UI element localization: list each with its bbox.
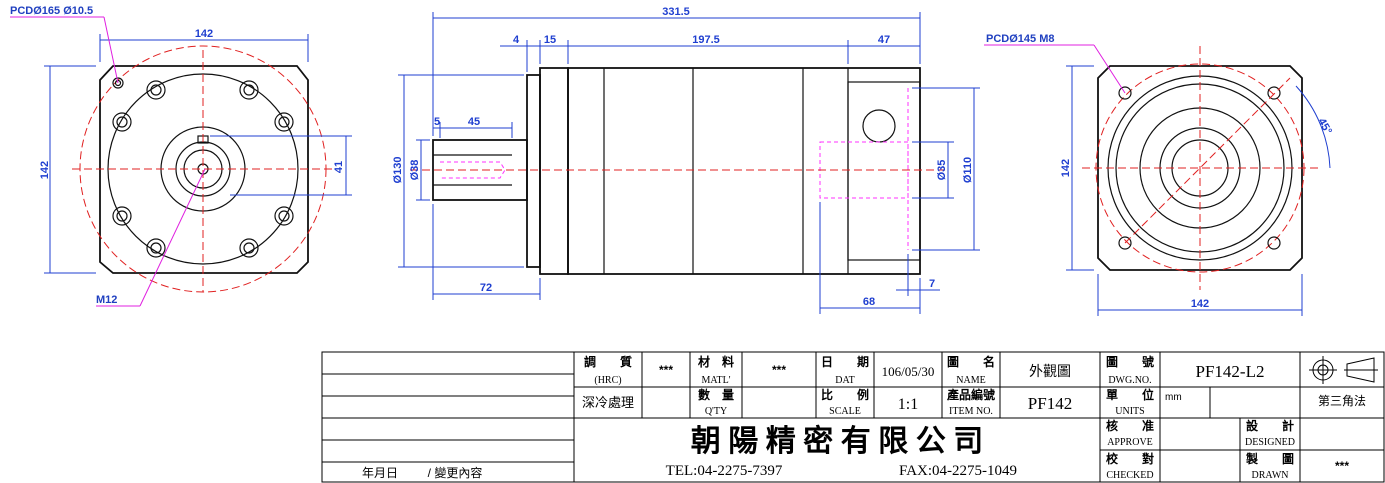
- material-label: 材 料: [697, 354, 734, 369]
- side-view: 331.5 4 15 197.5 47 5 45 Ø130 Ø38 Ø35: [392, 6, 980, 314]
- company-tel: TEL:04-2275-7397: [666, 463, 783, 479]
- dwg-label: 圖 號: [1106, 354, 1154, 369]
- designed-sub: DESIGNED: [1245, 437, 1295, 448]
- side-dim-7: 7: [929, 278, 935, 290]
- rear-pcd-label: PCDØ145 M8: [986, 33, 1054, 45]
- side-dim-110: Ø110: [962, 157, 974, 183]
- side-body-length: 197.5: [692, 34, 720, 46]
- drawn-label: 製 圖: [1245, 451, 1294, 466]
- name-label: 圖 名: [947, 354, 995, 369]
- rear-view: 45° PCDØ145 M8 142 142: [984, 33, 1334, 316]
- projection-label: 第三角法: [1318, 394, 1366, 408]
- item-value: PF142: [1028, 394, 1072, 413]
- date-label: 日 期: [821, 354, 869, 369]
- revision-content-label: / 變更內容: [428, 465, 483, 480]
- item-label: 產品編號: [946, 387, 995, 402]
- front-thread-label: M12: [96, 294, 117, 306]
- qty-sub: Q'TY: [705, 406, 727, 417]
- dwg-sub: DWG.NO.: [1108, 375, 1151, 386]
- rear-flange-outline: [1097, 65, 1303, 271]
- designed-label: 設 計: [1246, 418, 1294, 433]
- front-key-dim: 41: [333, 161, 345, 173]
- units-sub: UNITS: [1115, 406, 1144, 417]
- scale-label: 比 例: [821, 387, 869, 402]
- units-value: mm: [1165, 392, 1182, 403]
- side-dim-72: 72: [480, 282, 492, 294]
- side-dim-68: 68: [863, 296, 875, 308]
- dwg-value: PF142-L2: [1196, 362, 1265, 381]
- side-vent-plug: [862, 109, 896, 143]
- front-view: 142 142 41 PCDØ165 Ø10.5 M12: [10, 5, 352, 307]
- date-sub: DAT: [835, 375, 854, 386]
- qty-label: 數 量: [698, 387, 734, 402]
- date-value: 106/05/30: [882, 364, 935, 379]
- front-height-dim: 142: [39, 161, 51, 179]
- rear-width-dim: 142: [1191, 298, 1209, 310]
- rear-bolt-holes: [1118, 86, 1281, 250]
- side-dim-130: Ø130: [392, 157, 404, 184]
- hardness-value: ***: [659, 363, 673, 377]
- projection-symbol-icon: [1309, 356, 1378, 384]
- scale-value: 1:1: [898, 396, 918, 413]
- material-sub: MATL': [701, 375, 730, 386]
- front-bolt-holes: [112, 77, 294, 258]
- title-block: 年月日 / 變更內容 調 質 (HRC) *** 深冷處理 材 料 MATL' …: [321, 351, 1385, 483]
- title-block-frame: [321, 351, 1385, 483]
- company-fax: FAX:04-2275-1049: [899, 463, 1017, 479]
- scale-sub: SCALE: [829, 406, 861, 417]
- side-body: [567, 67, 921, 275]
- hardness-label: 調 質: [584, 354, 632, 369]
- revision-date-label: 年月日: [362, 466, 398, 480]
- material-value: ***: [772, 363, 786, 377]
- name-value: 外觀圖: [1029, 363, 1071, 379]
- rear-height-dim: 142: [1060, 159, 1072, 177]
- side-dim-4: 4: [513, 34, 520, 46]
- side-flange-plate: [539, 67, 569, 275]
- front-width-dim: 142: [195, 28, 213, 40]
- side-flange: [526, 74, 541, 268]
- side-dim-35: Ø35: [936, 160, 948, 181]
- side-dim-15: 15: [544, 34, 556, 46]
- checked-label: 校 對: [1106, 451, 1154, 466]
- checked-sub: CHECKED: [1106, 470, 1153, 481]
- front-pcd-label: PCDØ165 Ø10.5: [10, 5, 93, 17]
- side-dim-38: Ø38: [409, 160, 421, 181]
- drawn-value: ***: [1335, 459, 1349, 473]
- units-label: 單 位: [1106, 387, 1154, 402]
- front-flange-outline: [99, 65, 309, 274]
- item-sub: ITEM NO.: [949, 406, 993, 417]
- hardness-note: 深冷處理: [582, 395, 634, 410]
- drawn-sub: DRAWN: [1252, 470, 1289, 481]
- hardness-sub: (HRC): [594, 375, 621, 386]
- approve-label: 核 准: [1106, 418, 1154, 433]
- side-dim-47: 47: [878, 34, 890, 46]
- side-dim-45: 45: [468, 116, 480, 128]
- side-dim-5: 5: [434, 116, 440, 128]
- approve-sub: APPROVE: [1107, 437, 1153, 448]
- company-name: 朝 陽 精 密 有 限 公 司: [691, 424, 984, 458]
- side-overall-length: 331.5: [662, 6, 690, 18]
- name-sub: NAME: [956, 375, 985, 386]
